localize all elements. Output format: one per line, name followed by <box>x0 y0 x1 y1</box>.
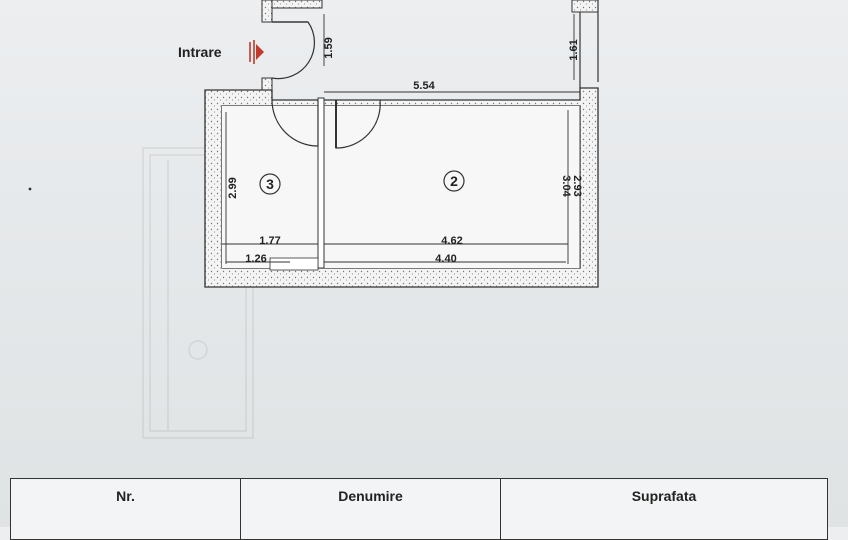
dim-room2-width-inner: 4.40 <box>435 253 456 265</box>
dim-room3-width-inner: 1.26 <box>245 253 266 265</box>
dim-room3-height: 2.99 <box>227 177 239 198</box>
dim-top-width: 5.54 <box>413 80 435 92</box>
upper-wall-left <box>261 0 273 23</box>
legend-table: Nr. Denumire Suprafata <box>10 478 828 540</box>
room-3-number: 3 <box>266 176 274 192</box>
interior-wall <box>317 97 325 269</box>
floor-plan: 1.59 1.61 5.54 2.99 3.04 2.93 1.77 1.26 … <box>28 0 599 439</box>
legend-col-area: Suprafata <box>631 488 697 504</box>
room-2-marker <box>443 170 465 192</box>
door-room-3 <box>271 99 319 147</box>
dim-room2-height-outer: 3.04 <box>560 175 572 197</box>
upper-wall-top <box>271 0 323 9</box>
room-2-floor <box>324 106 580 268</box>
legend-col-nr: Nr. <box>11 479 241 539</box>
entry-arrow-icon <box>249 40 264 64</box>
wall-niche <box>269 257 319 271</box>
paper-dot <box>28 187 32 191</box>
room-2-number: 2 <box>450 173 458 189</box>
entry-door <box>271 21 316 80</box>
dim-corridor-height: 1.59 <box>323 37 335 58</box>
dim-room2-width: 4.62 <box>441 235 462 247</box>
door-room-2 <box>335 99 381 149</box>
room-3-floor <box>222 106 318 268</box>
entry-label: Intrare <box>178 44 222 60</box>
legend-col-name: Denumire <box>241 479 501 539</box>
dim-room2-height-inner: 2.93 <box>571 175 583 196</box>
dim-room3-width: 1.77 <box>259 235 280 247</box>
upper-wall-right <box>571 0 599 13</box>
room-3-marker <box>259 173 281 195</box>
dim-top-right-height: 1.61 <box>568 39 580 60</box>
